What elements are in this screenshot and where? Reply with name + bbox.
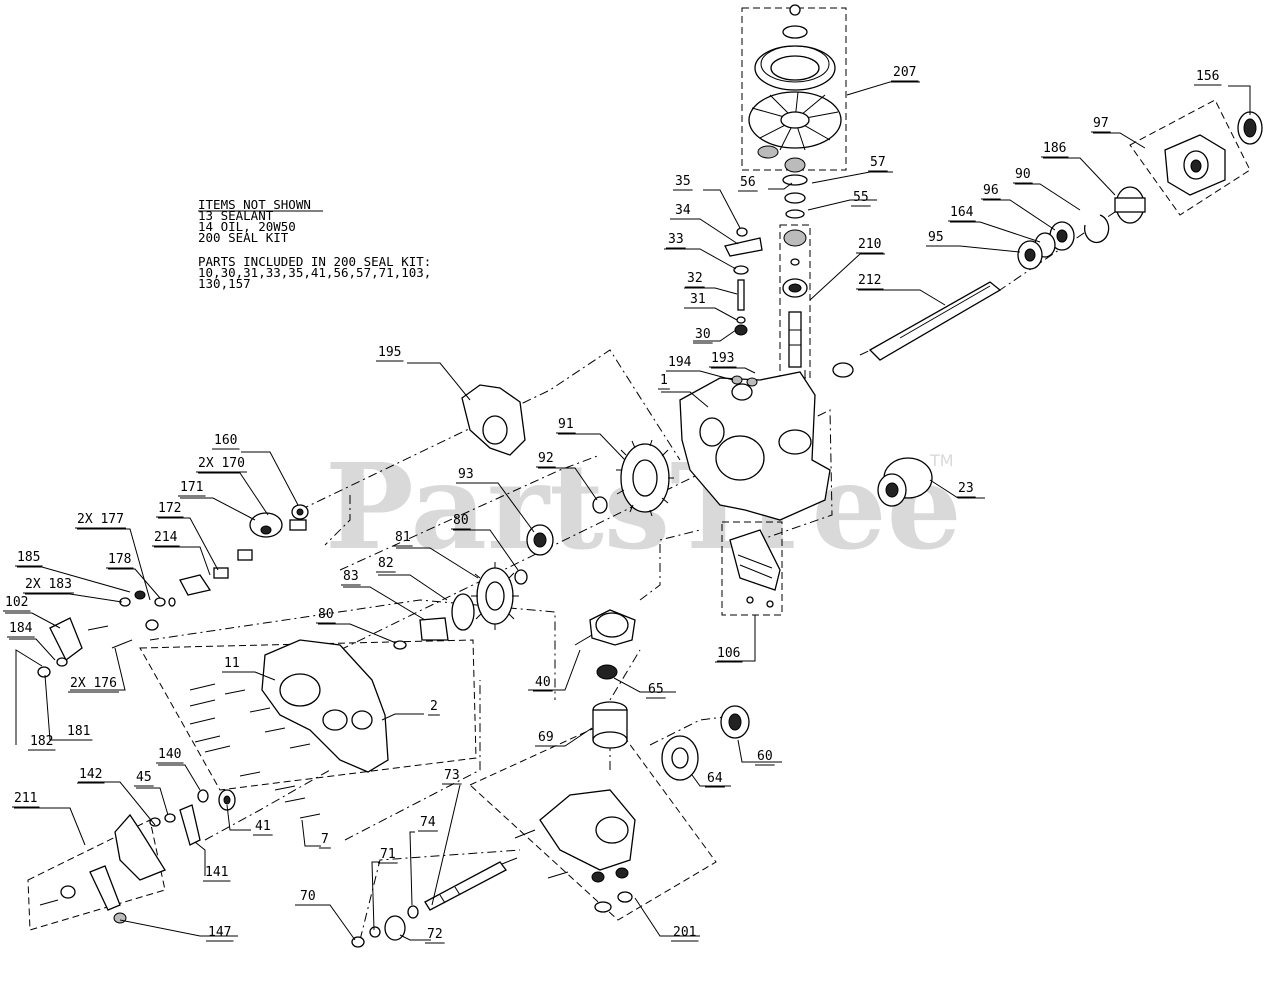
callout-label: 1	[660, 373, 668, 388]
callout-label: 184	[9, 621, 33, 636]
callout-label: 140	[158, 747, 181, 762]
kit-line: 130,157	[198, 276, 251, 291]
callout-label: 102	[5, 595, 28, 610]
callout-label: 90	[1015, 167, 1031, 182]
notes-line: 13 SEALANT	[198, 208, 274, 223]
callout-label: 142	[79, 767, 102, 782]
notes-title: ITEMS NOT SHOWN	[198, 197, 311, 212]
callout-label: 212	[858, 273, 881, 288]
callout-label: 186	[1043, 141, 1066, 156]
callout-label: 56	[740, 175, 756, 190]
parts-artwork	[37, 4, 1263, 948]
callout-label: 60	[757, 749, 773, 764]
callout-label: 106	[717, 646, 740, 661]
callout-label: 34	[675, 203, 691, 218]
callout-label: 55	[853, 190, 869, 205]
callout-label: 181	[67, 724, 90, 739]
fan-blades	[751, 91, 839, 151]
callout-label: 182	[30, 734, 53, 749]
callout-label: 95	[928, 230, 944, 245]
callout-label: 23	[958, 481, 974, 496]
callout-label: 211	[14, 791, 37, 806]
callout-label: 172	[158, 501, 181, 516]
callout-label: 195	[378, 345, 401, 360]
callout-label: 31	[690, 292, 706, 307]
callout-label: 178	[108, 552, 131, 567]
callout-label: 65	[648, 682, 664, 697]
callout-label: 194	[668, 355, 692, 370]
callout-label: 57	[870, 155, 886, 170]
callout-label: 185	[17, 550, 40, 565]
callout-label: 83	[343, 569, 359, 584]
callout-label: 35	[675, 174, 691, 189]
callout-label: 71	[380, 847, 396, 862]
notes-line: 14 OIL, 20W50	[198, 219, 296, 234]
callout-label: 97	[1093, 116, 1109, 131]
callout-label: 2X 176	[70, 676, 117, 691]
callout-label: 141	[205, 865, 228, 880]
callout-label: 147	[208, 925, 231, 940]
callout-label: 45	[136, 770, 152, 785]
callout-label: 207	[893, 65, 916, 80]
callout-label: 2X 183	[25, 577, 72, 592]
callout-label: 193	[711, 351, 734, 366]
callout-label: 82	[378, 556, 394, 571]
callout-label: 160	[214, 433, 237, 448]
callout-label: 73	[444, 768, 460, 783]
callout-label: 64	[707, 771, 723, 786]
callout-label: 32	[687, 271, 703, 286]
callout-label: 80	[318, 607, 334, 622]
callout-label: 70	[300, 889, 316, 904]
callout-label: 7	[321, 832, 329, 847]
callout-label: 81	[395, 530, 411, 545]
callout-label: 11	[224, 656, 240, 671]
kit-line: 10,30,31,33,35,41,56,57,71,103,	[198, 265, 431, 280]
callout-label: 201	[673, 925, 696, 940]
callout-label: 72	[427, 927, 443, 942]
callout-label: 214	[154, 530, 178, 545]
callout-label: 80	[453, 513, 469, 528]
callout-label: 41	[255, 819, 271, 834]
kit-title: PARTS INCLUDED IN 200 SEAL KIT:	[198, 254, 431, 269]
cover-bolts	[189, 683, 321, 819]
callout-label: 93	[458, 467, 474, 482]
leader-lines	[5, 81, 1251, 941]
callout-label: 92	[538, 451, 554, 466]
callout-label: 210	[858, 237, 881, 252]
callout-label: 91	[558, 417, 574, 432]
callout-label: 69	[538, 730, 554, 745]
callout-label: 2	[430, 699, 438, 714]
callout-label: 30	[695, 327, 711, 342]
callout-label: 171	[180, 480, 203, 495]
callout-label: 74	[420, 815, 436, 830]
watermark-tm: TM	[929, 451, 954, 470]
callout-label: 164	[950, 205, 974, 220]
callout-label: 40	[535, 675, 551, 690]
callout-label: 33	[668, 232, 684, 247]
callout-label: 2X 170	[198, 456, 245, 471]
items-not-shown-notes: ITEMS NOT SHOWN 13 SEALANT 14 OIL, 20W50…	[198, 197, 431, 291]
notes-line: 200 SEAL KIT	[198, 230, 289, 245]
callout-label: 156	[1196, 69, 1219, 84]
callout-label: 2X 177	[77, 512, 124, 527]
callout-label: 96	[983, 183, 999, 198]
